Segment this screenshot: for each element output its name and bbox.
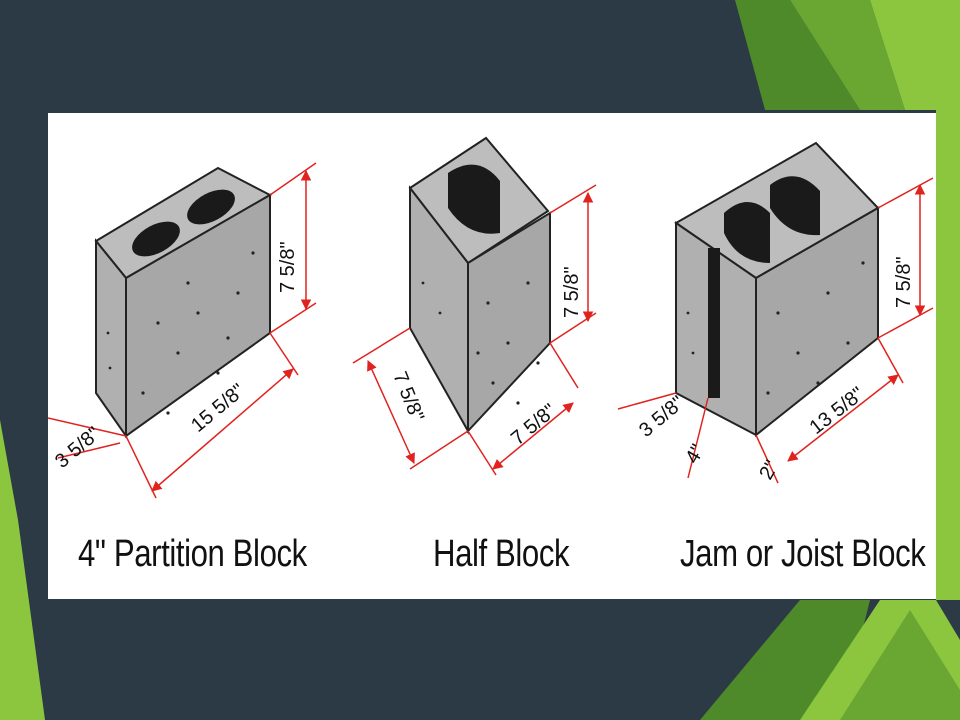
half-ext-5 — [467, 430, 497, 476]
jamb-ext-4 — [687, 397, 709, 479]
jamb-block-slot — [708, 248, 720, 398]
jamb-slot-label: 4" — [681, 441, 709, 468]
partition-block-core-1 — [132, 221, 180, 257]
half-block-speckles — [421, 281, 540, 405]
partition-ext-2 — [269, 302, 317, 334]
half-length-dim — [492, 402, 574, 470]
half-length-label: 7 5/8" — [507, 400, 561, 450]
block-diagram: 7 5/8" 15 5/8" 3 5/8" 7 5/8" — [48, 136, 934, 499]
half-ext-4 — [409, 430, 469, 470]
jamb-width-label: 3 5/8" — [635, 392, 689, 442]
partition-width-dim — [57, 442, 121, 459]
partition-height-label: 7 5/8" — [277, 241, 299, 293]
jamb-ext-1 — [877, 177, 934, 209]
half-ext-6 — [549, 342, 579, 389]
green-shard-right — [936, 80, 960, 600]
jamb-block: 7 5/8" 13 5/8" 3 5/8" 4" 2" — [617, 141, 934, 484]
partition-block-core-2 — [187, 189, 235, 225]
partition-block-caption: 4" Partition Block — [78, 533, 307, 575]
jamb-ext-2 — [877, 307, 934, 339]
half-width-dim — [367, 360, 415, 464]
green-shard-top-2 — [790, 0, 905, 110]
block-diagram-panel: 7 5/8" 15 5/8" 3 5/8" 7 5/8" — [48, 113, 936, 599]
partition-ext-5 — [269, 332, 299, 376]
half-block: 7 5/8" 7 5/8" 7 5/8" — [352, 136, 597, 476]
green-shard-left — [0, 420, 45, 720]
partition-ext-4 — [125, 435, 157, 499]
partition-ext-1 — [269, 162, 317, 196]
partition-width-label: 3 5/8" — [51, 423, 105, 473]
green-shard-bottom-3 — [840, 610, 960, 720]
jamb-length-dim — [787, 374, 899, 462]
half-ext-1 — [549, 184, 597, 214]
half-block-core — [448, 164, 500, 234]
jamb-block-core-1 — [724, 202, 770, 263]
jamb-block-core-2 — [770, 176, 820, 236]
jamb-offset-label: 2" — [755, 457, 783, 484]
half-height-label: 7 5/8" — [561, 266, 583, 318]
half-block-caption: Half Block — [433, 533, 570, 575]
jamb-height-label: 7 5/8" — [893, 256, 915, 308]
partition-length-label: 15 5/8" — [187, 380, 249, 437]
partition-block: 7 5/8" 15 5/8" 3 5/8" — [48, 162, 317, 499]
jamb-ext-6 — [877, 337, 904, 384]
green-shard-top-3 — [870, 0, 960, 110]
jamb-length-label: 13 5/8" — [806, 383, 869, 439]
partition-length-dim — [151, 368, 294, 492]
partition-ext-3 — [48, 417, 127, 437]
jamb-ext-5 — [755, 434, 779, 484]
green-shard-top-1 — [735, 0, 860, 110]
jamb-block-caption: Jam or Joist Block — [680, 533, 926, 575]
jamb-ext-3 — [617, 392, 677, 410]
half-width-label: 7 5/8" — [388, 369, 428, 425]
half-ext-3 — [352, 327, 411, 364]
